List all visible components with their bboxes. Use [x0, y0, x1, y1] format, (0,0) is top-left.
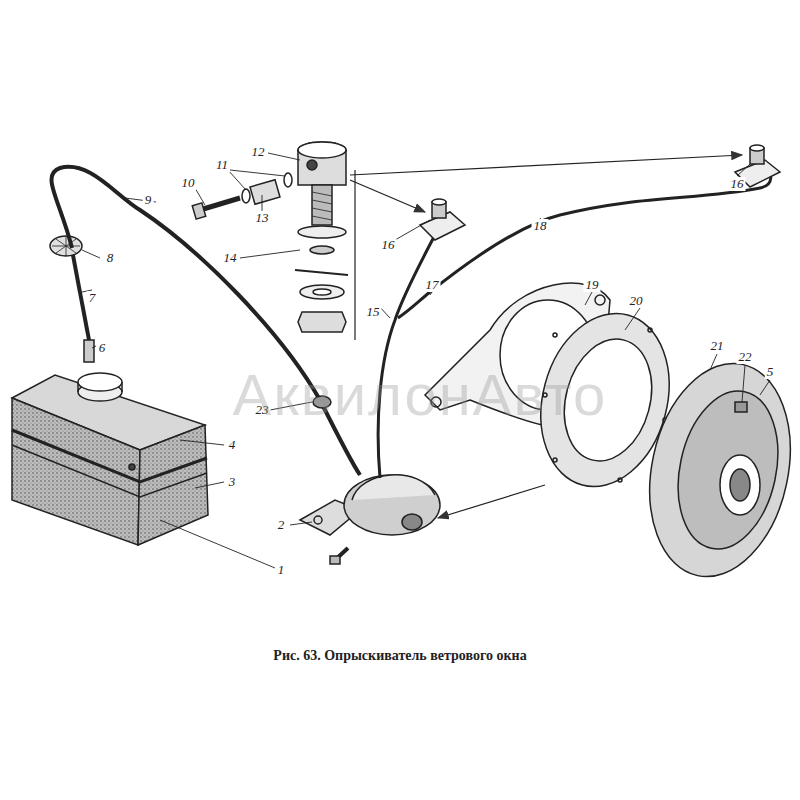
callout-number: 5 [765, 365, 776, 379]
callout-number: 15 [365, 305, 382, 319]
callout-number: 4 [227, 438, 238, 452]
callout-number: 2 [276, 518, 287, 532]
callout-number: 3 [227, 475, 238, 489]
figure-caption: Рис. 63. Опрыскиватель ветрового окна [271, 649, 528, 663]
callout-number: 9 [143, 193, 154, 207]
callout-number: 14 [222, 251, 239, 265]
callout-number: 16 [380, 238, 397, 252]
callout-number: 7 [87, 291, 98, 305]
callout-number: 19 [584, 278, 601, 292]
callout-number: 1 [276, 563, 287, 577]
callout-number: 12 [250, 145, 267, 159]
callout-number: 8 [105, 251, 116, 265]
callout-number: 17 [424, 278, 441, 292]
callout-number: 21 [709, 339, 726, 353]
callout-number: 10 [180, 176, 197, 190]
callout-number: 16 [729, 177, 746, 191]
callout-number: 22 [737, 350, 754, 364]
callout-number: 20 [628, 294, 645, 308]
callout-number: 11 [214, 158, 230, 172]
watermark: АквилонАвто [231, 388, 609, 402]
callout-number: 18 [532, 219, 549, 233]
callout-number: 13 [254, 211, 271, 225]
callout-number: 23 [254, 403, 271, 417]
callout-number: 6 [97, 341, 108, 355]
